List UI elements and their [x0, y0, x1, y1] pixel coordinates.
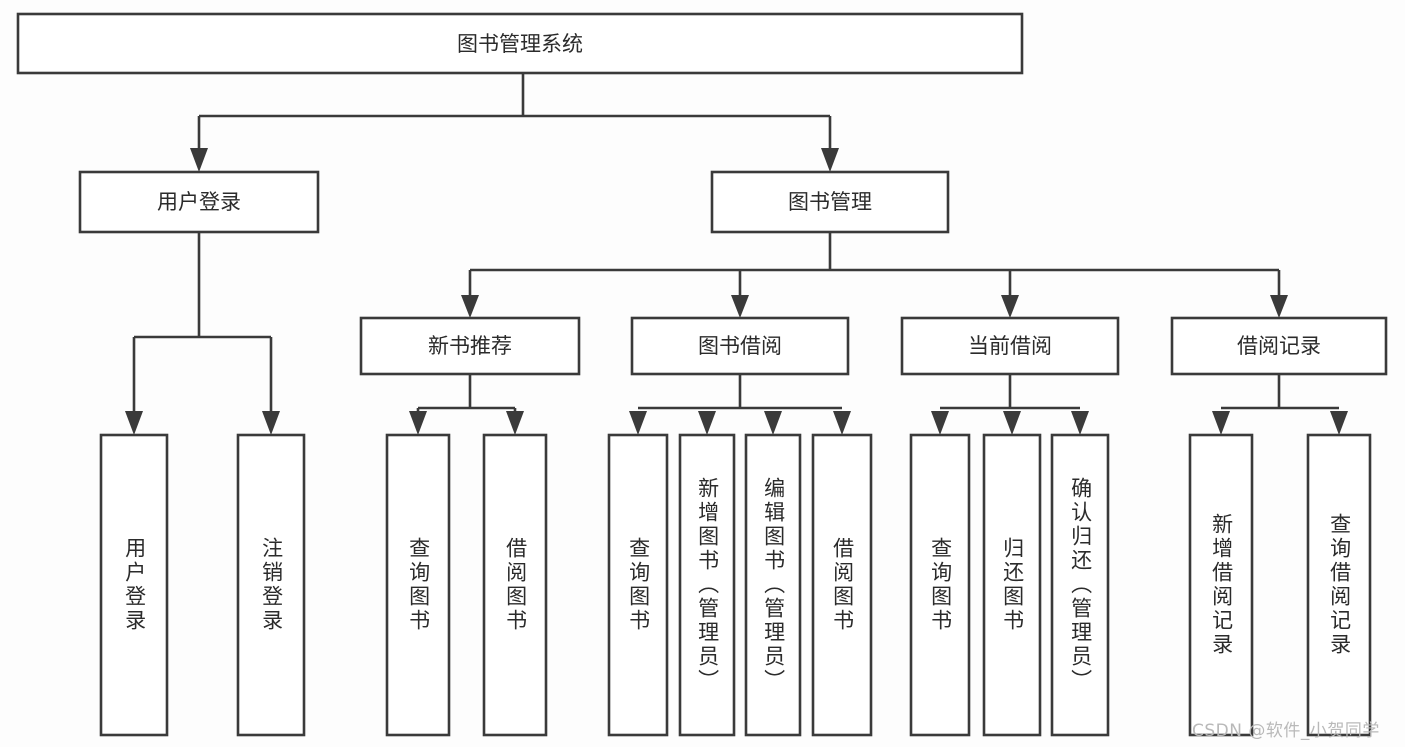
arrow-head-leaf-borrow-book-1	[506, 411, 524, 435]
arrow-head-leaf-add-book-admin	[698, 411, 716, 435]
arrow-head-leaf-edit-book-admin	[764, 411, 782, 435]
node-leaf-borrow-book-1-box[interactable]	[482, 433, 548, 737]
node-new-book-recommend[interactable]: 新书推荐	[359, 316, 581, 376]
connector-layer	[125, 73, 1348, 435]
arrow-head-current-borrow	[1001, 295, 1019, 318]
node-user-login[interactable]: 用户登录	[78, 170, 320, 234]
node-current-borrow-box[interactable]	[900, 316, 1120, 376]
node-leaf-query-book-2-box[interactable]	[607, 433, 669, 737]
node-borrow-record[interactable]: 借阅记录	[1170, 316, 1388, 376]
node-new-book-recommend-box[interactable]	[359, 316, 581, 376]
arrow-head-leaf-user-login	[125, 411, 143, 435]
node-root-label: 图书管理系统	[457, 32, 583, 56]
node-leaf-add-book-admin-box[interactable]	[678, 433, 736, 737]
arrow-head-leaf-return-book	[1003, 411, 1021, 435]
node-root-box[interactable]	[16, 12, 1024, 75]
arrow-head-leaf-borrow-book-2	[833, 411, 851, 435]
node-current-borrow[interactable]: 当前借阅	[900, 316, 1120, 376]
arrow-head-borrow-record	[1270, 295, 1288, 318]
arrow-head-leaf-confirm-return-admin	[1071, 411, 1089, 435]
node-book-manage-box[interactable]	[710, 170, 950, 234]
node-leaf-confirm-return-admin-box[interactable]	[1050, 433, 1110, 737]
arrow-head-user-login	[190, 148, 208, 172]
arrow-head-leaf-logout-login	[262, 411, 280, 435]
node-book-manage-label: 图书管理	[788, 190, 872, 214]
node-borrow-record-label: 借阅记录	[1237, 334, 1321, 358]
leaf-box-layer	[99, 433, 1372, 737]
node-book-borrow-box[interactable]	[630, 316, 850, 376]
node-borrow-record-box[interactable]	[1170, 316, 1388, 376]
node-leaf-query-book-1-box[interactable]	[385, 433, 451, 737]
node-book-borrow[interactable]: 图书借阅	[630, 316, 850, 376]
node-current-borrow-label: 当前借阅	[968, 334, 1052, 358]
node-leaf-query-borrow-record-box[interactable]	[1306, 433, 1372, 737]
arrow-head-leaf-query-book-3	[931, 411, 949, 435]
node-leaf-return-book-box[interactable]	[982, 433, 1042, 737]
node-user-login-box[interactable]	[78, 170, 320, 234]
arrow-head-new-book-recommend	[461, 295, 479, 318]
arrow-head-leaf-query-book-1	[409, 411, 427, 435]
node-leaf-borrow-book-2-box[interactable]	[811, 433, 873, 737]
arrow-head-leaf-query-book-2	[629, 411, 647, 435]
node-book-borrow-label: 图书借阅	[698, 334, 782, 358]
node-leaf-user-login-box[interactable]	[99, 433, 169, 737]
arrow-head-leaf-query-borrow-record	[1330, 411, 1348, 435]
node-leaf-query-book-3-box[interactable]	[909, 433, 971, 737]
node-leaf-edit-book-admin-box[interactable]	[744, 433, 802, 737]
node-book-manage[interactable]: 图书管理	[710, 170, 950, 234]
arrow-head-book-manage	[821, 148, 839, 172]
arrow-head-leaf-add-borrow-record	[1212, 411, 1230, 435]
node-root[interactable]: 图书管理系统	[16, 12, 1024, 75]
node-new-book-recommend-label: 新书推荐	[428, 334, 512, 358]
node-leaf-logout-login-box[interactable]	[236, 433, 306, 737]
node-leaf-add-borrow-record-box[interactable]	[1188, 433, 1254, 737]
node-user-login-label: 用户登录	[157, 190, 241, 214]
arrow-head-book-borrow	[731, 295, 749, 318]
